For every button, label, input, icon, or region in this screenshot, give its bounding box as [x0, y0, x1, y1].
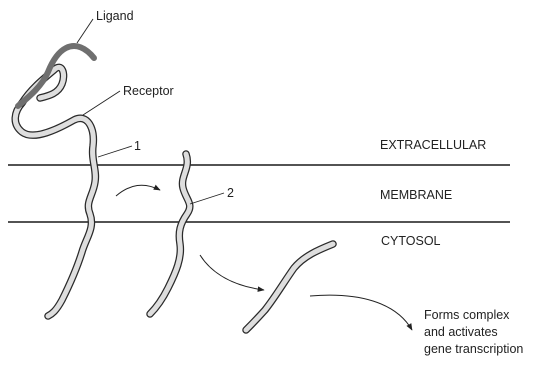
ligand-label: Ligand [96, 9, 134, 23]
step-2-leader-line [190, 193, 224, 204]
arrow-to-gene-transcription [310, 295, 412, 330]
result-line-2: and activates [424, 325, 498, 339]
receptor-leader-line [83, 91, 120, 115]
receptor-1 [15, 67, 95, 316]
receptor-3-released-fragment [246, 244, 333, 330]
arrow-step-2-to-release [200, 255, 264, 290]
cytosol-label: CYTOSOL [381, 234, 441, 248]
arrow-step-1-to-2 [116, 185, 160, 196]
result-line-3: gene transcription [424, 342, 523, 356]
membrane-label: MEMBRANE [380, 188, 452, 202]
ligand [18, 46, 94, 106]
step-1-number: 1 [134, 139, 141, 153]
ligand-leader-line [77, 19, 93, 43]
result-line-1: Forms complex [424, 308, 510, 322]
extracellular-label: EXTRACELLULAR [380, 138, 486, 152]
step-2-number: 2 [227, 186, 234, 200]
receptor-label: Receptor [123, 84, 174, 98]
step-1-leader-line [98, 146, 132, 157]
receptor-2 [150, 154, 190, 314]
